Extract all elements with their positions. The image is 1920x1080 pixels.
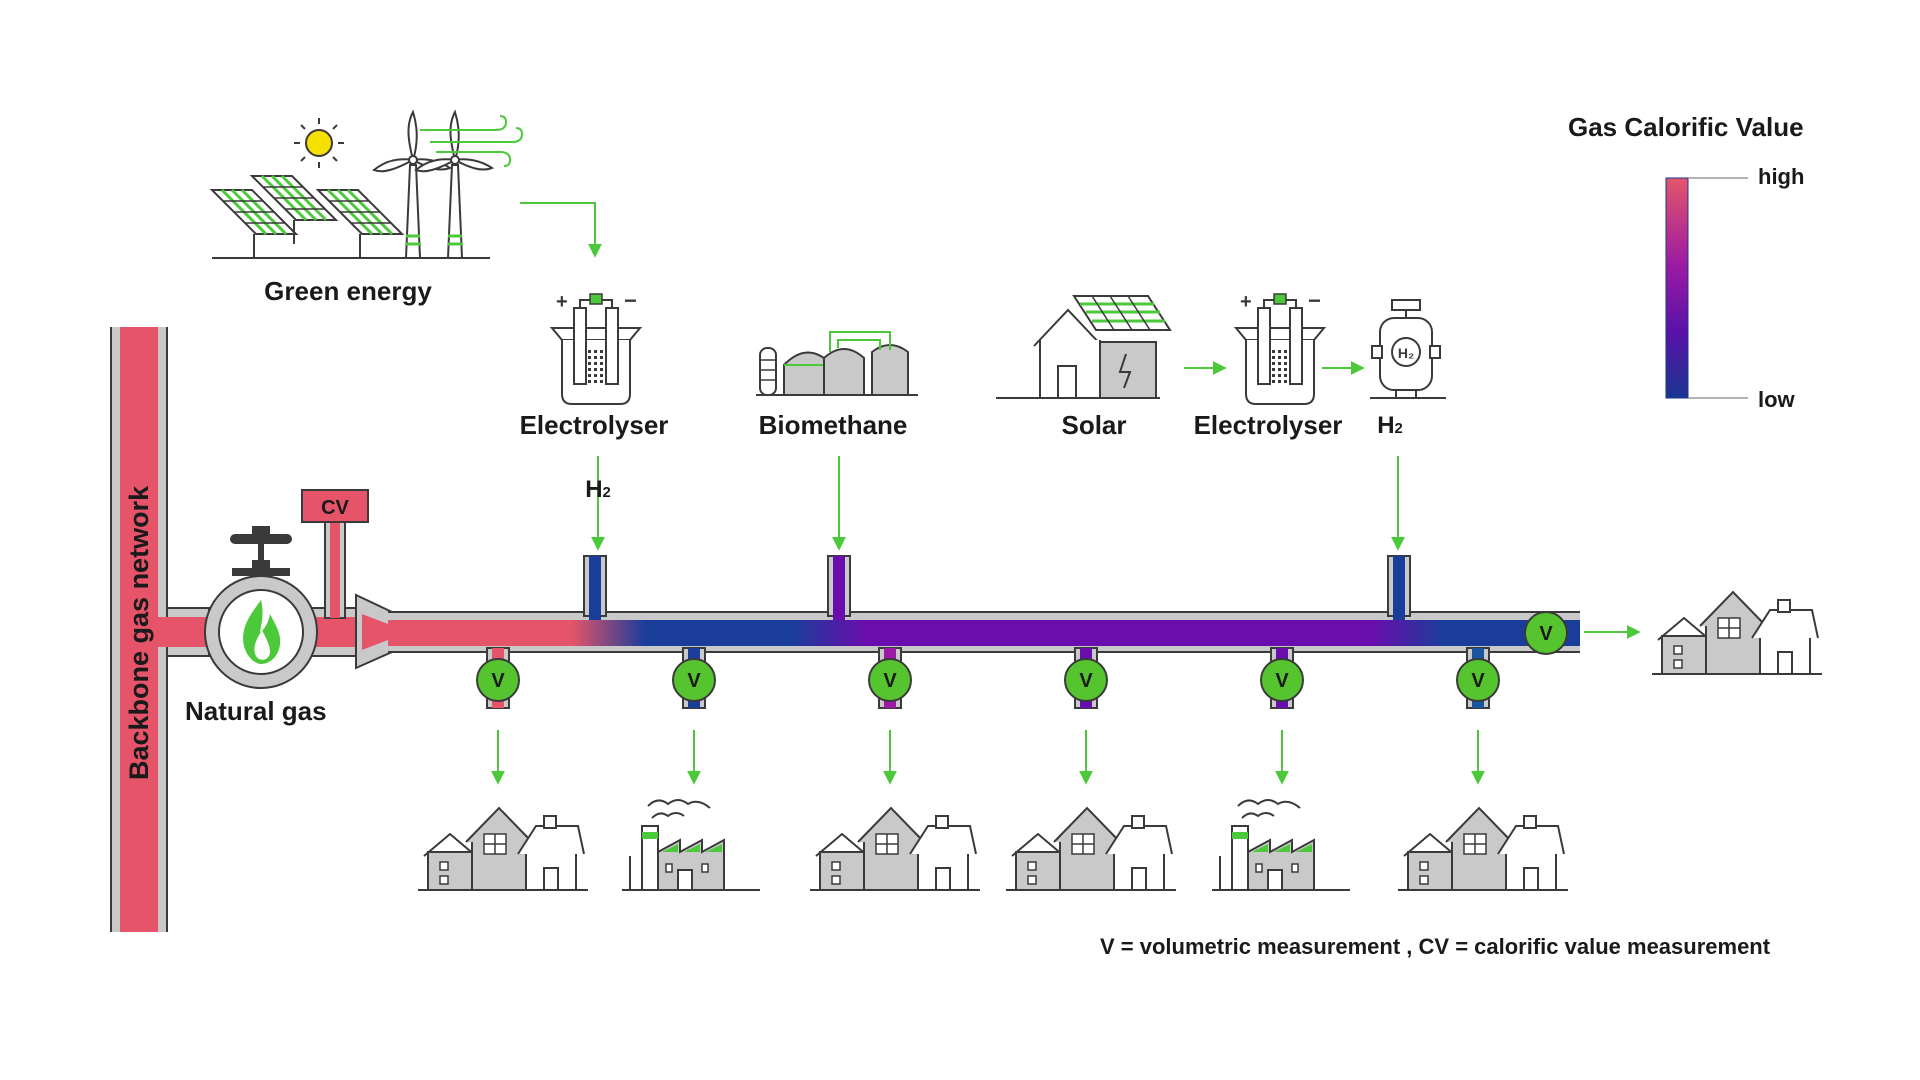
solar-house-icon: [996, 295, 1172, 399]
volumetric-meter-4: V: [1064, 658, 1108, 702]
svg-text:V: V: [491, 670, 505, 692]
flow-arrows: [491, 202, 1641, 785]
house-icon: [417, 807, 589, 891]
wind-turbine-icon: [414, 109, 495, 259]
biomethane-label: Biomethane: [758, 410, 908, 440]
volumetric-meter-end: V: [1524, 611, 1568, 655]
cv-label: CV: [321, 497, 349, 519]
footnote: V = volumetric measurement , CV = calori…: [1100, 934, 1771, 959]
cv-meter: CV: [301, 489, 369, 619]
injection-riser-biomethane: [827, 555, 851, 620]
svg-text:V: V: [1471, 670, 1485, 692]
volumetric-meter-1: V: [476, 658, 520, 702]
electrolyser-2-label: Electrolyser: [1193, 410, 1343, 440]
wind-turbine-icon: [372, 109, 453, 259]
house-icon: [1397, 807, 1569, 891]
factory-icon: [1211, 799, 1351, 891]
electrolyser-1-label: Electrolyser: [519, 410, 669, 440]
calorific-value-legend: [1665, 177, 1748, 399]
svg-text:V: V: [1539, 623, 1553, 645]
house-icon: [1005, 807, 1177, 891]
green-energy-icon: [210, 109, 524, 260]
wind-icon: [420, 115, 524, 167]
volumetric-meter-2: V: [672, 658, 716, 702]
green-energy-label: Green energy: [264, 276, 432, 306]
valve-icon: [204, 526, 318, 689]
house-icon: [1651, 591, 1823, 675]
volumetric-meter-6: V: [1456, 658, 1500, 702]
backbone-label: Backbone gas network: [124, 485, 154, 780]
volumetric-meter-5: V: [1260, 658, 1304, 702]
electrolyser-icon: [1235, 287, 1325, 405]
natural-gas-label: Natural gas: [185, 696, 327, 726]
svg-text:V: V: [883, 670, 897, 692]
svg-text:V: V: [687, 670, 701, 692]
backbone-pipe: [110, 327, 168, 932]
h2-injection-label-1: H2: [585, 476, 611, 503]
volumetric-meter-3: V: [868, 658, 912, 702]
factory-icon: [621, 799, 761, 891]
pipe-reducer: [355, 593, 393, 670]
tank-label: H₂: [1398, 345, 1414, 361]
h2-injection-label-2: H2: [1377, 412, 1403, 439]
solar-label: Solar: [1061, 410, 1127, 440]
legend-low-label: low: [1758, 387, 1795, 412]
hydrogen-tank-icon: H₂: [1370, 299, 1446, 399]
solar-panel-icon: [316, 188, 404, 260]
main-distribution-pipe: [388, 611, 1580, 653]
svg-text:V: V: [1079, 670, 1093, 692]
electrolyser-icon: [551, 287, 641, 405]
biogas-plant-icon: [756, 331, 918, 396]
sun-icon: [294, 118, 344, 168]
legend-title: Gas Calorific Value: [1568, 112, 1804, 142]
injection-riser-hydrogen: [1387, 555, 1411, 620]
svg-text:V: V: [1275, 670, 1289, 692]
house-icon: [809, 807, 981, 891]
legend-high-label: high: [1758, 164, 1805, 189]
injection-riser-electrolyser: [583, 555, 607, 620]
